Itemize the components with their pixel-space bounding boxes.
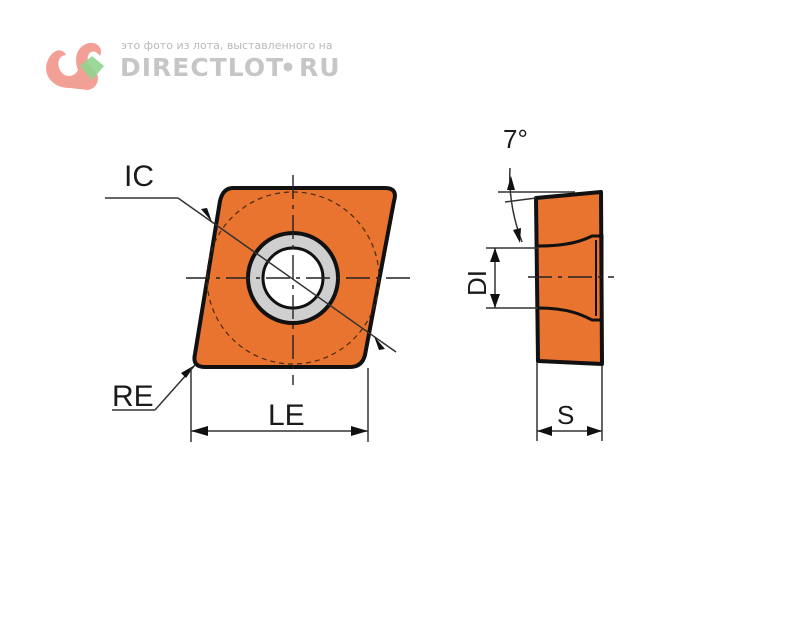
side-body [534,190,604,366]
angle-label: 7° [503,124,528,154]
watermark-caption: это фото из лота, выставленного на [121,39,333,52]
watermark-brand-left: DIRECTLOT [120,53,284,82]
re-arrow [181,365,195,378]
watermark: это фото из лота, выставленного на DIREC… [46,39,341,90]
insert-front-view: IC RE LE [105,160,415,442]
squirrel-logo-icon [46,42,104,90]
le-arrow-right [351,426,368,436]
s-arrow-right [587,426,602,436]
s-arrow-left [537,426,552,436]
angle-flank-line [504,197,537,203]
re-label: RE [112,380,154,413]
side-hole-profile [537,234,604,322]
s-label: S [557,400,574,430]
di-label: DI [462,270,492,296]
angle-arrow-top [507,176,515,190]
di-arrow-top [490,248,500,262]
insert-side-view: 7° DI S [462,124,614,441]
di-arrow-bottom [490,294,500,308]
ic-arrow-bottom [374,336,385,350]
ic-diagonal-line [177,197,397,353]
ic-label: IC [124,160,154,193]
le-arrow-left [191,426,208,436]
angle-arrow-bottom [513,228,521,243]
watermark-brand-right: RU [299,53,341,82]
le-label: LE [268,399,305,432]
ic-arrow-top [201,208,212,222]
watermark-brand-dot: • [280,53,297,82]
